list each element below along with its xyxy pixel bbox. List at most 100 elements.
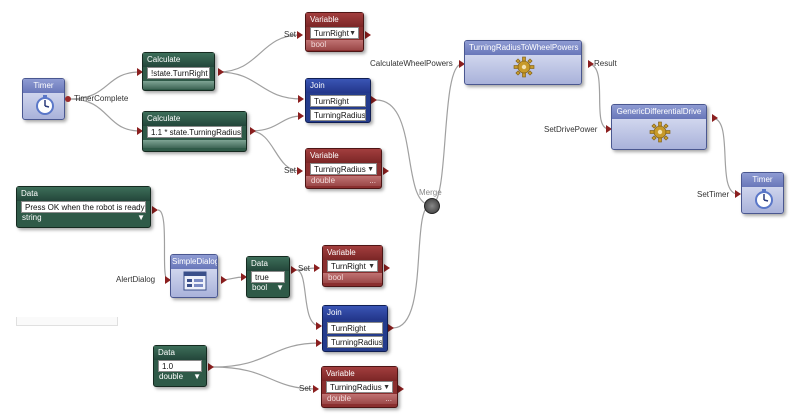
chevron-down-icon: ▼: [276, 283, 284, 292]
join-block-2[interactable]: Join TurnRight TurningRadius: [322, 305, 388, 352]
port-out-calc2[interactable]: [250, 127, 256, 135]
variable-block-2[interactable]: Variable TurningRadius ▼ double ...: [305, 148, 382, 189]
set-timer-label: SetTimer: [697, 190, 730, 199]
merge-node[interactable]: [424, 198, 440, 214]
variable-select-value: TurnRight: [331, 262, 366, 271]
port-in-calc1[interactable]: [137, 68, 143, 76]
data-block-1[interactable]: Data Press OK when the robot is ready st…: [16, 186, 151, 228]
variable-footer: bool: [306, 40, 363, 50]
port-out-dialog[interactable]: [221, 276, 227, 284]
differential-drive-service-block[interactable]: GenericDifferentialDrive: [611, 104, 707, 150]
wire-join2-merge: [392, 204, 432, 329]
port-out-turnsvc[interactable]: [588, 60, 594, 68]
variable-block-4[interactable]: Variable TurningRadius ▼ double ...: [321, 366, 398, 408]
port-out-drive[interactable]: [712, 114, 718, 122]
data-value-field[interactable]: 1.0: [158, 360, 202, 372]
join-field-1[interactable]: TurnRight: [327, 322, 383, 334]
set-label: Set: [284, 30, 297, 39]
variable-block-3[interactable]: Variable TurnRight ▼ bool: [322, 245, 383, 287]
port-out-var3[interactable]: [384, 264, 390, 272]
port-out-data2[interactable]: [291, 266, 297, 274]
port-in-var4[interactable]: [313, 385, 319, 393]
port-in-turnsvc[interactable]: [459, 60, 465, 68]
port-in-join1-b[interactable]: [298, 112, 304, 120]
variable-select-value: TurnRight: [314, 29, 349, 38]
port-in-calc2[interactable]: [137, 127, 143, 135]
port-out-join1[interactable]: [371, 96, 377, 104]
chevron-down-icon: ▼: [383, 384, 390, 391]
join-field-2[interactable]: TurningRadius: [310, 109, 366, 121]
port-in-var3[interactable]: [314, 264, 320, 272]
chevron-down-icon: ▼: [349, 30, 356, 37]
gear-icon: [649, 121, 671, 143]
turning-radius-service-block[interactable]: TurningRadiusToWheelPowers: [464, 40, 582, 85]
calculate-title: Calculate: [143, 53, 214, 67]
port-in-join2-b[interactable]: [316, 339, 322, 347]
variable-title: Variable: [306, 149, 381, 163]
wire-merge-turnsvc: [430, 63, 463, 206]
calculate-expression[interactable]: !state.TurnRight: [147, 67, 210, 79]
port-out-var1[interactable]: [365, 31, 371, 39]
data-value-field[interactable]: Press OK when the robot is ready: [21, 201, 146, 213]
variable-more[interactable]: ...: [369, 176, 376, 185]
variable-footer: bool: [323, 273, 382, 283]
port-out-data3[interactable]: [208, 363, 214, 371]
chevron-down-icon: ▼: [368, 263, 375, 270]
port-in-dialog[interactable]: [165, 276, 171, 284]
chevron-down-icon: ▼: [367, 166, 374, 173]
calculate-block-2[interactable]: Calculate 1.1 * state.TurningRadius: [142, 111, 247, 152]
join-field-1[interactable]: TurnRight: [310, 95, 366, 107]
wire-calc2-join1: [249, 115, 303, 132]
variable-select[interactable]: TurnRight ▼: [327, 260, 378, 272]
port-in-data2[interactable]: [241, 273, 247, 281]
port-out-join2[interactable]: [388, 324, 394, 332]
port-in-var2[interactable]: [297, 167, 303, 175]
port-out-var2[interactable]: [383, 167, 389, 175]
data-type-select[interactable]: bool ▼: [247, 283, 289, 293]
variable-block-1[interactable]: Variable TurnRight ▼ bool: [305, 12, 364, 52]
calculate-expression[interactable]: 1.1 * state.TurningRadius: [147, 126, 242, 138]
variable-footer: double ...: [322, 394, 397, 404]
timer-complete-label: TimerComplete: [74, 94, 129, 103]
data-type-select[interactable]: double ▼: [154, 372, 206, 382]
port-out-var4[interactable]: [398, 385, 404, 393]
variable-footer: double ...: [306, 176, 381, 186]
result-label: Result: [594, 59, 617, 68]
join-block-1[interactable]: Join TurnRight TurningRadius: [305, 78, 371, 123]
port-in-timer2[interactable]: [735, 190, 741, 198]
variable-select[interactable]: TurningRadius ▼: [310, 163, 377, 175]
port-in-drive[interactable]: [606, 125, 612, 133]
variable-title: Variable: [323, 246, 382, 260]
data-value-field[interactable]: true: [251, 271, 285, 283]
timer-block-2[interactable]: Timer: [741, 172, 784, 214]
join-field-2[interactable]: TurningRadius: [327, 336, 383, 348]
data-type: bool: [252, 283, 268, 292]
variable-type: double: [311, 176, 336, 185]
wire-timer-calc2: [69, 98, 141, 132]
data-block-2[interactable]: Data true bool ▼: [246, 256, 290, 298]
gear-icon: [513, 56, 535, 78]
timer-block-1[interactable]: Timer: [22, 78, 65, 120]
chevron-down-icon: ▼: [137, 213, 145, 222]
port-out-data1[interactable]: [152, 206, 158, 214]
wire-data3-join2: [212, 342, 321, 368]
merge-label: Merge: [419, 188, 442, 197]
variable-select[interactable]: TurningRadius ▼: [326, 381, 393, 393]
data-block-3[interactable]: Data 1.0 double ▼: [153, 345, 207, 387]
dialog-title: SimpleDialog: [171, 255, 217, 269]
variable-title: Variable: [322, 367, 397, 381]
variable-select[interactable]: TurnRight ▼: [310, 27, 359, 39]
port-in-join2-a[interactable]: [316, 322, 322, 330]
calculate-block-1[interactable]: Calculate !state.TurnRight: [142, 52, 215, 91]
port-in-join1-a[interactable]: [298, 95, 304, 103]
variable-more[interactable]: ...: [385, 394, 392, 403]
timer-output-port[interactable]: [65, 96, 71, 102]
variable-select-value: TurningRadius: [330, 383, 382, 392]
data-title: Data: [154, 346, 206, 360]
port-in-var1[interactable]: [297, 31, 303, 39]
simple-dialog-block[interactable]: SimpleDialog: [170, 254, 218, 298]
data-type-select[interactable]: string ▼: [17, 213, 150, 223]
wire-calc1-var1: [217, 34, 301, 73]
wire-drive-timer2: [711, 117, 739, 195]
port-out-calc1[interactable]: [218, 68, 224, 76]
